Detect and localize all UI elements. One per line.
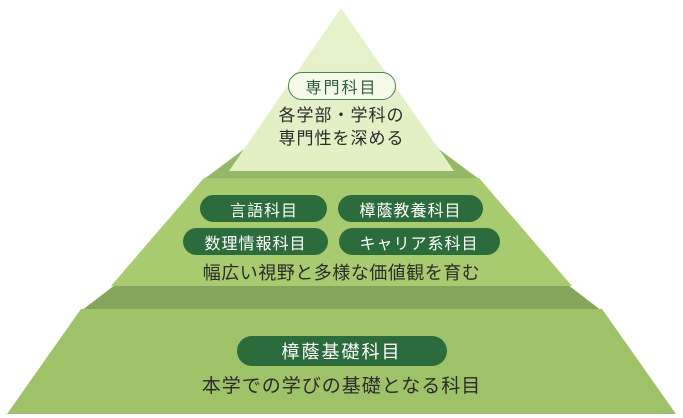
middle-tier-caption: 幅広い視野と多様な価値観を育む bbox=[202, 263, 481, 283]
bottom-tier-caption: 本学での学びの基礎となる科目 bbox=[201, 376, 482, 397]
top-tier-pill-label: 専門科目 bbox=[305, 80, 378, 97]
top-tier-caption-line1: 各学部・学科の bbox=[278, 106, 405, 125]
pill-shoin-liberal-arts-subjects: 樟蔭教養科目 bbox=[338, 195, 483, 222]
middle-tier-pills: 言語科目 樟蔭教養科目 数理情報科目 キャリア系科目 bbox=[0, 195, 683, 255]
pill-language-subjects: 言語科目 bbox=[200, 195, 328, 222]
top-tier-caption: 各学部・学科の 専門性を深める bbox=[0, 104, 683, 150]
pill-shoin-basic-subjects: 樟蔭基礎科目 bbox=[236, 336, 447, 366]
top-tier-pill: 専門科目 bbox=[287, 72, 396, 100]
top-tier-caption-line2: 専門性を深める bbox=[278, 129, 405, 148]
pill-career-subjects: キャリア系科目 bbox=[338, 228, 500, 255]
middle-tier-pill-row-2: 数理情報科目 キャリア系科目 bbox=[183, 228, 500, 255]
middle-tier-pill-row-1: 言語科目 樟蔭教養科目 bbox=[200, 195, 483, 222]
pill-math-information-subjects: 数理情報科目 bbox=[183, 228, 328, 255]
